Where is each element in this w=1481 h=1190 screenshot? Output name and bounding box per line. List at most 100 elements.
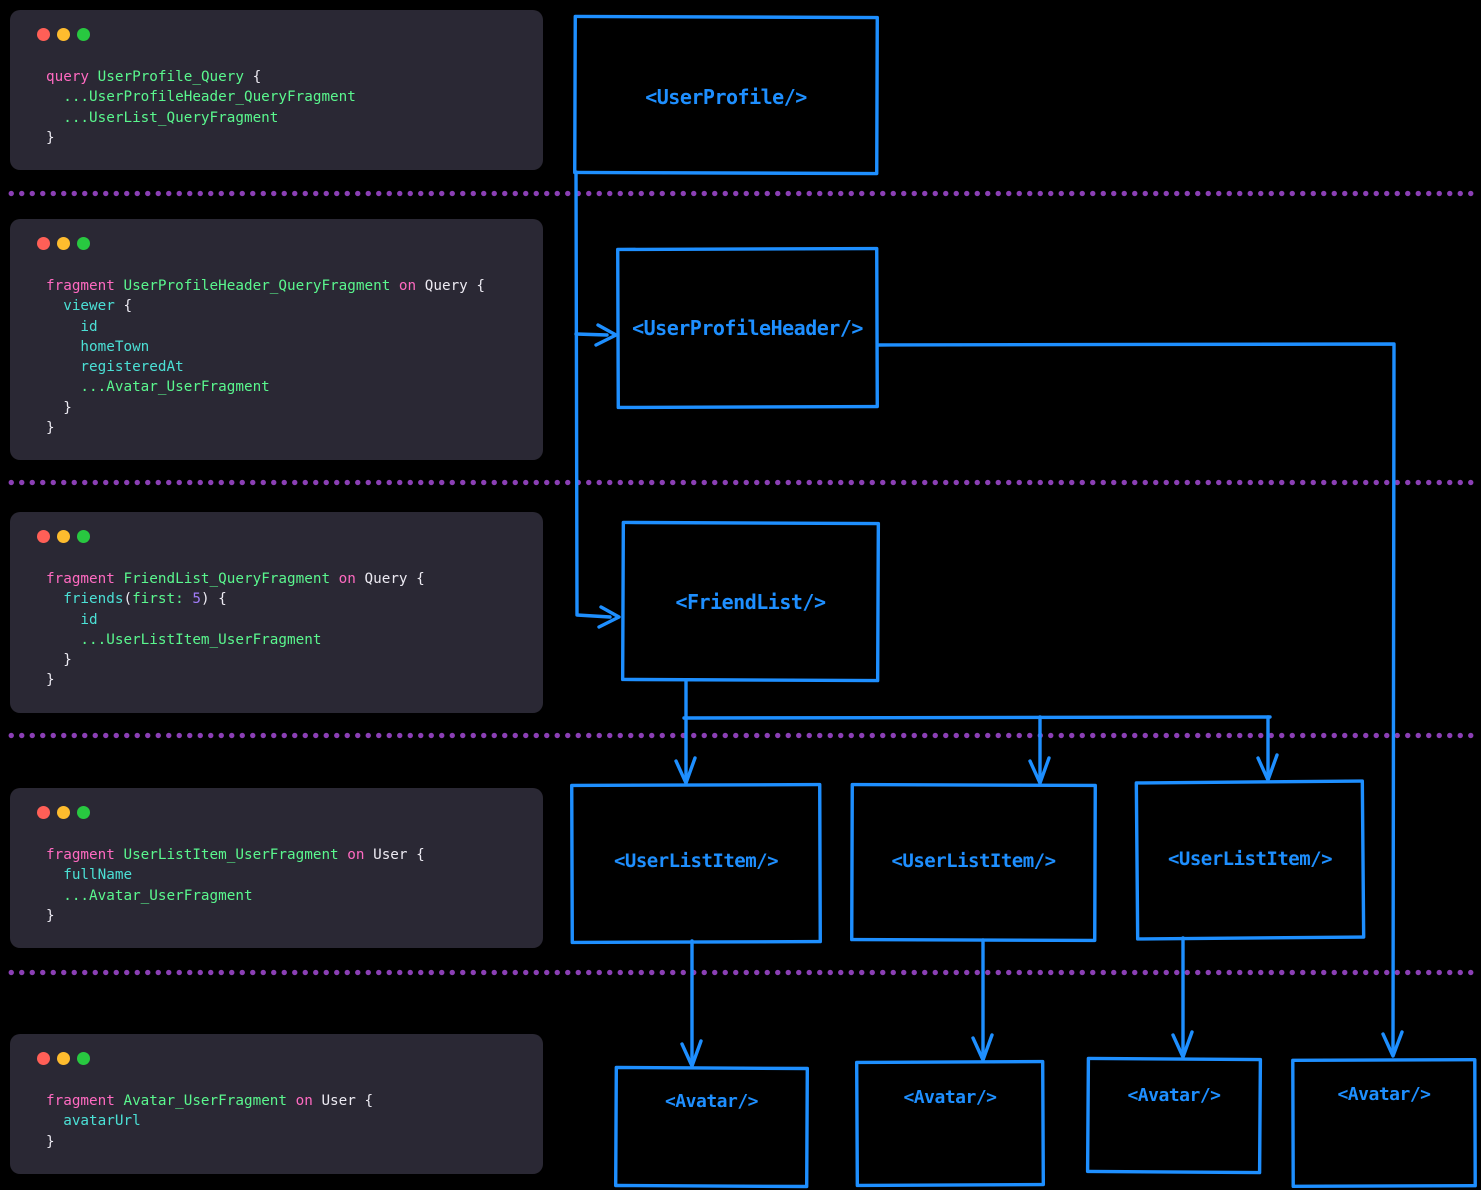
maximize-dot-icon — [77, 1052, 90, 1065]
edge-userprofile-to-userprofileheader — [574, 332, 609, 337]
code-line: friends(first: 5) { — [46, 589, 525, 609]
code-line: ...UserListItem_UserFragment — [46, 630, 525, 650]
window-controls — [37, 1052, 525, 1065]
user-profile-label: <UserProfile/> — [645, 85, 807, 109]
code-token: fragment — [46, 1093, 124, 1109]
code-token: } — [46, 907, 55, 924]
close-dot-icon — [37, 237, 50, 250]
arrowhead-down — [1171, 1030, 1194, 1059]
edge-friendlist-bus — [682, 715, 1272, 720]
code-line: } — [46, 1132, 525, 1152]
close-dot-icon — [37, 530, 50, 543]
avatar-label-4: <Avatar/> — [1337, 1084, 1431, 1105]
edge-userprofile-to-friendlist — [574, 170, 612, 619]
code-token: UserProfileHeader_QueryFragment — [123, 278, 391, 294]
code-token: fragment — [46, 847, 124, 863]
code-line: homeTown — [46, 337, 525, 357]
code-line: fullName — [46, 865, 525, 885]
maximize-dot-icon — [77, 237, 90, 250]
edge-userprofileheader-to-avatar4 — [876, 342, 1396, 1052]
avatar-box-4 — [1291, 1057, 1477, 1189]
code-line: } — [46, 128, 525, 148]
code-line: registeredAt — [46, 357, 525, 377]
minimize-dot-icon — [57, 237, 70, 250]
code-block: fragment Avatar_UserFragment on User { a… — [46, 1091, 525, 1152]
code-line: fragment UserProfileHeader_QueryFragment… — [46, 276, 525, 296]
arrowhead-right — [597, 605, 621, 629]
window-controls — [37, 806, 525, 819]
code-line: ...Avatar_UserFragment — [46, 377, 525, 397]
code-token: Query { — [416, 278, 486, 294]
code-line: avatarUrl — [46, 1111, 525, 1131]
code-token: { — [114, 298, 133, 315]
code-token: FriendList_QueryFragment — [123, 571, 331, 587]
minimize-dot-icon — [57, 806, 70, 819]
code-token: } — [46, 1133, 55, 1150]
avatar-label-2: <Avatar/> — [903, 1087, 997, 1108]
dotted-separator — [6, 732, 1475, 739]
code-block: query UserProfile_Query { ...UserProfile… — [46, 67, 525, 148]
code-line: } — [46, 670, 525, 690]
code-line: fragment FriendList_QueryFragment on Que… — [46, 569, 525, 589]
code-line: ...Avatar_UserFragment — [46, 886, 525, 906]
close-dot-icon — [37, 1052, 50, 1065]
arrowhead-down — [680, 1039, 703, 1068]
code-line: } — [46, 398, 525, 418]
code-token: registeredAt — [46, 359, 184, 376]
code-line: viewer { — [46, 296, 525, 316]
code-token: Query { — [355, 571, 425, 587]
friend-list-label: <FriendList/> — [675, 590, 826, 614]
arrowhead-right — [594, 323, 618, 347]
code-token: UserListItem_UserFragment — [123, 847, 339, 863]
dotted-separator — [6, 479, 1475, 486]
code-token: } — [46, 129, 55, 146]
avatar-label-3: <Avatar/> — [1127, 1085, 1221, 1106]
arrowhead-down — [674, 756, 697, 785]
code-token: ...Avatar_UserFragment — [46, 379, 270, 396]
code-line: } — [46, 418, 525, 438]
code-line: id — [46, 317, 525, 337]
code-token: id — [46, 611, 98, 628]
user-list-item-label-3: <UserListItem/> — [1167, 848, 1333, 870]
code-token: ( — [123, 591, 133, 608]
minimize-dot-icon — [57, 530, 70, 543]
minimize-dot-icon — [57, 28, 70, 41]
user-list-item-label-1: <UserListItem/> — [613, 850, 779, 872]
code-block: fragment UserProfileHeader_QueryFragment… — [46, 276, 525, 438]
code-token: User { — [364, 847, 425, 863]
dotted-separator — [6, 190, 1475, 197]
code-line: query UserProfile_Query { — [46, 67, 525, 87]
code-token: ) { — [200, 591, 227, 608]
code-token: fullName — [46, 867, 133, 884]
code-line: fragment Avatar_UserFragment on User { — [46, 1091, 525, 1111]
code-token: fragment — [46, 571, 124, 587]
arrowhead-down — [1028, 756, 1051, 785]
user-list-item-label-2: <UserListItem/> — [891, 850, 1056, 872]
maximize-dot-icon — [77, 530, 90, 543]
code-line: ...UserList_QueryFragment — [46, 108, 525, 128]
code-token: fragment — [46, 278, 124, 294]
code-token: Avatar_UserFragment — [123, 1093, 288, 1109]
code-token: } — [46, 420, 55, 437]
code-token: avatarUrl — [46, 1113, 141, 1130]
window-controls — [37, 28, 525, 41]
code-token: User { — [312, 1093, 374, 1109]
code-card-user-list-item-fragment: fragment UserListItem_UserFragment on Us… — [10, 788, 543, 949]
arrowhead-down — [971, 1033, 994, 1062]
code-token: friends — [46, 591, 124, 608]
avatar-label-1: <Avatar/> — [664, 1091, 759, 1112]
code-token: ...UserList_QueryFragment — [46, 109, 279, 126]
avatar-box-2 — [854, 1059, 1046, 1188]
window-controls — [37, 530, 525, 543]
arrowhead-down — [1256, 753, 1279, 782]
code-token: query — [46, 69, 98, 85]
maximize-dot-icon — [77, 806, 90, 819]
code-token: on — [287, 1093, 313, 1109]
code-card-user-profile-header-fragment: fragment UserProfileHeader_QueryFragment… — [10, 219, 543, 461]
code-token: } — [46, 399, 72, 416]
code-line: } — [46, 650, 525, 670]
code-token: { — [243, 69, 262, 85]
code-token: UserProfile_Query — [97, 69, 244, 85]
code-line: fragment UserListItem_UserFragment on Us… — [46, 845, 525, 865]
